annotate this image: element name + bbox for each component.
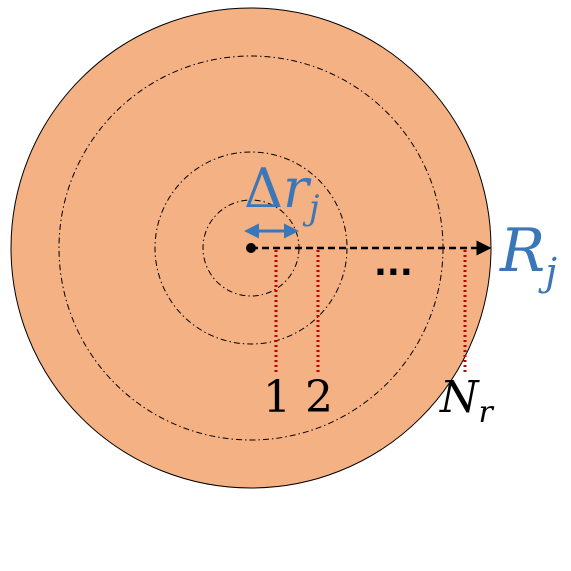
ring-n-variable: N: [439, 372, 480, 423]
ring-label-nr: Nr: [439, 372, 495, 430]
delta-r-label: Δrj: [244, 157, 320, 228]
ring-n-subscript: r: [479, 395, 495, 430]
ellipsis-label: ...: [374, 244, 413, 284]
radius-variable: R: [499, 216, 545, 286]
delta-variable: r: [283, 157, 312, 220]
delta-symbol: Δ: [244, 157, 283, 220]
ring-label-1: 1: [263, 372, 291, 423]
radius-label: Rj: [499, 216, 557, 294]
ring-middle: [154, 151, 348, 345]
center-point: [246, 243, 256, 253]
ring-label-2: 2: [305, 372, 333, 423]
